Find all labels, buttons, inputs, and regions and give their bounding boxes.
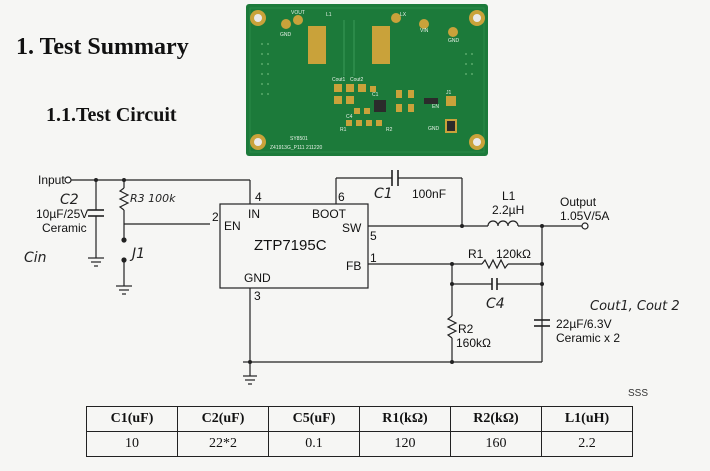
l1-value: 2.2µH bbox=[492, 203, 524, 217]
table-header-r2: R2(kΩ) bbox=[450, 406, 542, 432]
table-row: 10 22*2 0.1 120 160 2.2 bbox=[86, 431, 633, 457]
c2-value: 10µF/25V bbox=[36, 207, 88, 221]
pcb-label-gnd: GND bbox=[428, 126, 440, 132]
pin-en-label: EN bbox=[224, 219, 241, 233]
pcb-label-en: EN bbox=[432, 104, 439, 110]
component-table: C1(uF) C2(uF) C5(uF) R1(kΩ) R2(kΩ) L1(uH… bbox=[86, 406, 633, 457]
pcb-label-vout: VOUT bbox=[291, 10, 305, 16]
cout-value: 22µF/6.3V bbox=[556, 317, 612, 331]
pcb-label-c4: C4 bbox=[346, 114, 353, 120]
pin-fb-label: FB bbox=[346, 259, 361, 273]
cout-type: Ceramic x 2 bbox=[556, 331, 620, 345]
output-label: Output bbox=[560, 195, 597, 209]
chip-name: ZTP7195C bbox=[254, 237, 327, 254]
pcb-board bbox=[246, 4, 488, 156]
table-header-l1: L1(uH) bbox=[541, 406, 633, 432]
pin-boot-label: BOOT bbox=[312, 207, 347, 221]
pcb-brand: SY8501 bbox=[290, 136, 308, 142]
table-cell-c2: 22*2 bbox=[177, 431, 269, 457]
pin-number-sw: 5 bbox=[370, 229, 377, 243]
pcb-label-vin: VIN bbox=[420, 28, 429, 34]
pcb-small-parts bbox=[334, 84, 414, 126]
pcb-photo: VOUT L1 LX VIN GND GND Cout1 Cout2 C1 C4… bbox=[246, 4, 488, 156]
pcb-serial: Z41913G_P111 211220 bbox=[270, 145, 322, 151]
input-label: Input bbox=[38, 173, 65, 187]
pcb-label-l1: L1 bbox=[326, 12, 332, 18]
mounting-holes bbox=[250, 10, 485, 150]
subsection-heading: 1.1.Test Circuit bbox=[46, 104, 177, 126]
table-cell-l1: 2.2 bbox=[541, 431, 633, 457]
note-text: SSS bbox=[628, 388, 649, 399]
pcb-ic-chip bbox=[374, 100, 386, 112]
pin-sw-label: SW bbox=[342, 221, 362, 235]
r1-name: R1 bbox=[468, 247, 484, 261]
pin-gnd-label: GND bbox=[244, 271, 271, 285]
table-header-row: C1(uF) C2(uF) C5(uF) R1(kΩ) R2(kΩ) L1(uH… bbox=[86, 406, 633, 432]
pcb-vias bbox=[261, 43, 473, 95]
r2-resistor bbox=[446, 315, 458, 339]
table-cell-c5: 0.1 bbox=[268, 431, 360, 457]
c1-handwritten: C1 bbox=[374, 186, 393, 202]
pin-number-en: 2 bbox=[212, 210, 219, 224]
pin-number-fb: 1 bbox=[370, 251, 377, 265]
pcb-label-r1: R1 bbox=[340, 127, 347, 133]
r2-name: R2 bbox=[458, 322, 474, 336]
pcb-label-cout: Cout1 bbox=[332, 77, 346, 83]
r1-resistor bbox=[481, 258, 509, 270]
pin-number-boot: 6 bbox=[338, 190, 345, 204]
pcb-label-c1: C1 bbox=[372, 92, 379, 98]
pcb-inductor-pad bbox=[372, 26, 390, 64]
table-cell-r2: 160 bbox=[450, 431, 542, 457]
cout-handwritten: Cout1, Cout 2 bbox=[590, 299, 680, 314]
pcb-label-gnd: GND bbox=[448, 38, 460, 44]
pcb-label-j1: J1 bbox=[446, 90, 452, 96]
l1-inductor bbox=[487, 220, 519, 227]
r3-resistor bbox=[118, 187, 130, 211]
pin-number-gnd: 3 bbox=[254, 289, 261, 303]
pcb-label-gnd: GND bbox=[280, 32, 292, 38]
l1-name: L1 bbox=[502, 189, 516, 203]
pcb-label-cout2: Cout2 bbox=[350, 77, 364, 83]
input-terminal bbox=[64, 176, 72, 184]
pcb-jumper bbox=[445, 119, 457, 133]
r1-value: 120kΩ bbox=[496, 247, 531, 261]
c2-type: Ceramic bbox=[42, 221, 87, 235]
output-terminal bbox=[581, 222, 589, 230]
pin-in-label: IN bbox=[248, 207, 260, 221]
pin-number-in: 4 bbox=[255, 190, 262, 204]
table-header-c5: C5(uF) bbox=[268, 406, 360, 432]
section-heading: 1. Test Summary bbox=[16, 34, 189, 60]
pcb-label-r2: R2 bbox=[386, 127, 393, 133]
ztp7195c-chip bbox=[219, 203, 369, 289]
table-header-c2: C2(uF) bbox=[177, 406, 269, 432]
test-points bbox=[281, 13, 458, 37]
r2-value: 160kΩ bbox=[456, 336, 491, 350]
table-header-r1: R1(kΩ) bbox=[359, 406, 451, 432]
c1-value: 100nF bbox=[412, 187, 446, 201]
table-cell-c1: 10 bbox=[86, 431, 178, 457]
pcb-inductor-pad bbox=[308, 26, 326, 64]
j1-handwritten: J1 bbox=[129, 246, 145, 262]
pcb-label-lx: LX bbox=[400, 12, 407, 18]
table-header-c1: C1(uF) bbox=[86, 406, 178, 432]
c2-handwritten: C2 bbox=[60, 192, 79, 208]
table-cell-r1: 120 bbox=[359, 431, 451, 457]
output-value: 1.05V/5A bbox=[560, 209, 609, 223]
c4-handwritten: C4 bbox=[486, 296, 505, 312]
r3-handwritten: R3 100k bbox=[130, 192, 176, 205]
cin-handwritten: Cin bbox=[24, 250, 47, 266]
schematic-diagram: Input 10µF/25V Ceramic IN EN BOOT SW FB … bbox=[24, 170, 680, 385]
